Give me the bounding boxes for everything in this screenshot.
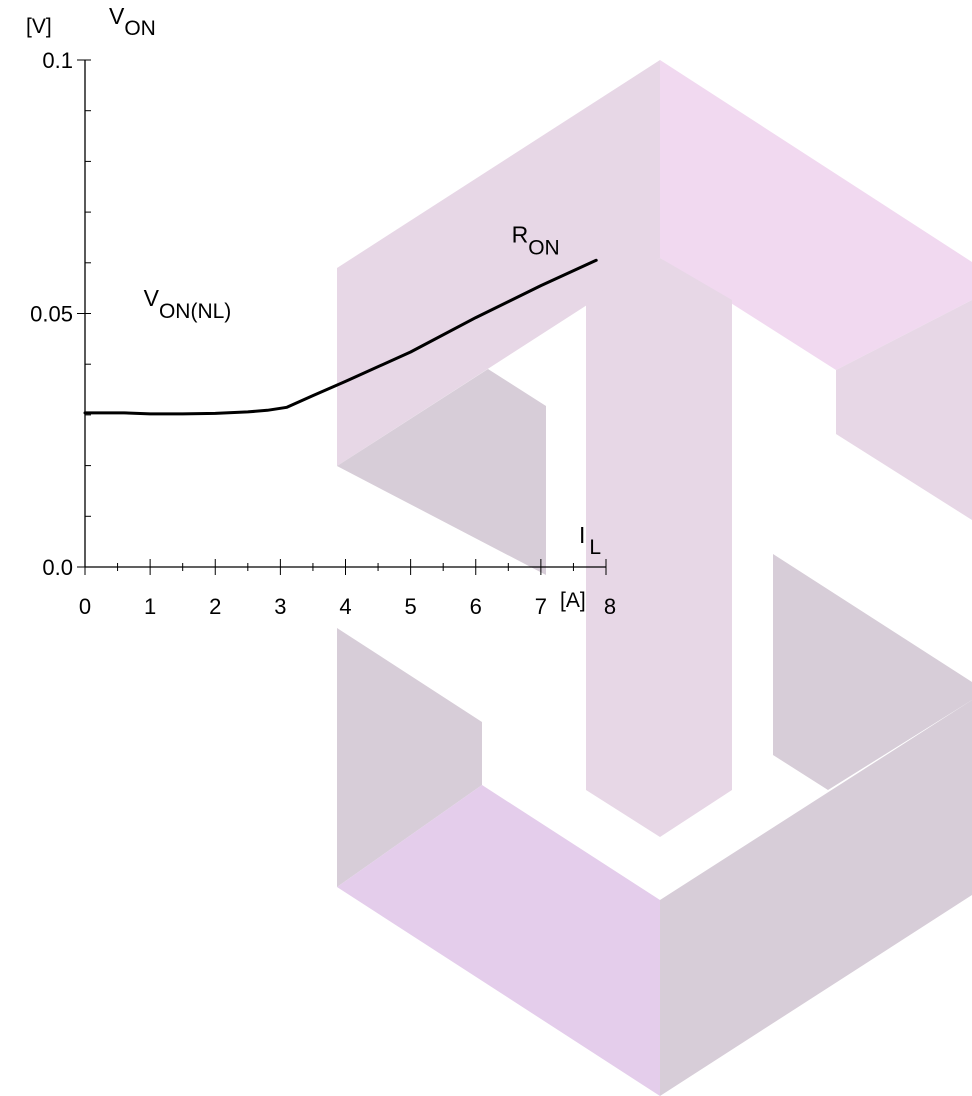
y-axis-title: VON: [109, 3, 156, 40]
x-axis-title-main: I: [579, 522, 585, 548]
watermark-face: [836, 300, 972, 520]
annotation-label: VON(NL): [144, 285, 232, 323]
y-tick-label: 0.0: [42, 555, 73, 580]
annotation-label: RON: [512, 222, 560, 260]
y-axis-ticks: [77, 59, 91, 568]
x-axis-tick-labels: 0 1 2 3 4 5 6 7 8: [79, 594, 616, 619]
x-tick-label: 2: [209, 594, 221, 619]
x-tick-label: 5: [405, 594, 417, 619]
x-tick-label: 3: [274, 594, 286, 619]
y-tick-label: 0.05: [30, 302, 73, 327]
watermark-face: [337, 60, 660, 466]
watermark-face: [337, 628, 482, 887]
annotation-main: R: [512, 222, 529, 248]
x-tick-label: 1: [144, 594, 156, 619]
watermark-face: [660, 700, 972, 1096]
x-axis-title-subscript: L: [589, 536, 601, 559]
annotation-subscript: ON(NL): [159, 300, 231, 323]
x-axis-ticks: [84, 559, 607, 575]
annotation-subscript: ON: [528, 237, 560, 260]
annotations: VON(NL) RON: [144, 222, 560, 323]
watermark-face: [660, 60, 972, 370]
watermark-face: [337, 785, 660, 1096]
watermark-face: [586, 258, 732, 837]
x-tick-label: 0: [79, 594, 91, 619]
y-axis-title-subscript: ON: [124, 17, 156, 40]
watermark-logo: [337, 60, 972, 1096]
x-axis-unit: [A]: [560, 589, 586, 612]
watermark-face: [773, 554, 972, 790]
y-axis-title-main: V: [109, 3, 125, 29]
x-tick-label: 8: [604, 594, 616, 619]
axes: 0.0 0.05 0.1 0 1 2 3 4 5 6 7 8: [30, 48, 616, 619]
series-group: [83, 258, 598, 416]
series-line: [83, 258, 598, 416]
x-tick-label: 4: [339, 594, 351, 619]
watermark-face: [337, 369, 546, 575]
x-tick-label: 7: [535, 594, 547, 619]
y-axis-unit: [V]: [26, 15, 52, 38]
y-axis-tick-labels: 0.0 0.05 0.1: [30, 48, 73, 580]
x-tick-label: 6: [470, 594, 482, 619]
annotation-main: V: [144, 285, 160, 311]
y-tick-label: 0.1: [42, 48, 73, 73]
